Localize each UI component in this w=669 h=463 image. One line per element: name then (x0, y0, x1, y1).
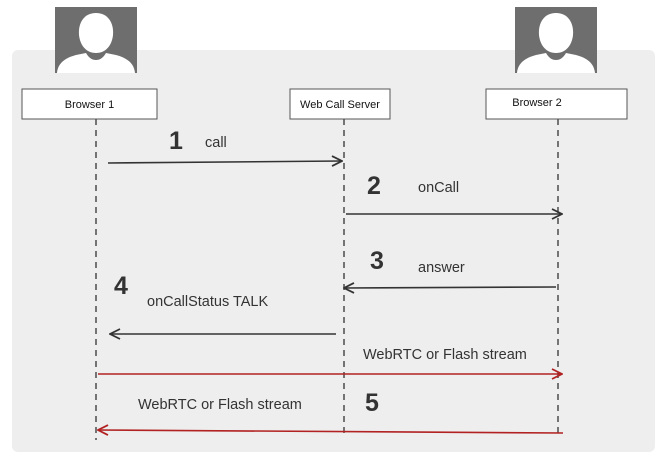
message-label: call (205, 135, 227, 151)
message-answer: 3 answer (344, 247, 557, 288)
message-label: WebRTC or Flash stream (363, 347, 527, 363)
message-arrow (344, 287, 557, 288)
message-label: onCallStatus TALK (147, 294, 268, 310)
step-number: 5 (365, 389, 379, 417)
message-arrow (107, 161, 342, 163)
message-stream-forward: WebRTC or Flash stream (98, 347, 562, 374)
message-oncallstatus: 4 onCallStatus TALK (110, 272, 336, 334)
participant-label: Browser 2 (512, 97, 562, 109)
message-label: answer (418, 260, 465, 276)
participant-browser-2: Browser 2 (485, 88, 628, 120)
message-call: 1 call (107, 127, 342, 163)
stream-arrow (98, 430, 564, 433)
browser-1-avatar (55, 7, 137, 73)
participant-web-call-server: Web Call Server (289, 88, 391, 120)
step-number: 2 (367, 172, 381, 200)
browser-2-avatar (515, 7, 597, 73)
message-oncall: 2 onCall (346, 172, 562, 214)
message-stream-back: WebRTC or Flash stream 5 (98, 389, 564, 433)
message-label: WebRTC or Flash stream (138, 397, 302, 413)
participant-label: Web Call Server (300, 99, 380, 111)
step-number: 4 (114, 272, 128, 300)
step-number: 3 (370, 247, 384, 275)
participant-label: Browser 1 (65, 99, 115, 111)
message-label: onCall (418, 180, 459, 196)
diagram-panel (12, 50, 655, 452)
step-number: 1 (169, 127, 183, 155)
participant-browser-1: Browser 1 (21, 88, 158, 120)
